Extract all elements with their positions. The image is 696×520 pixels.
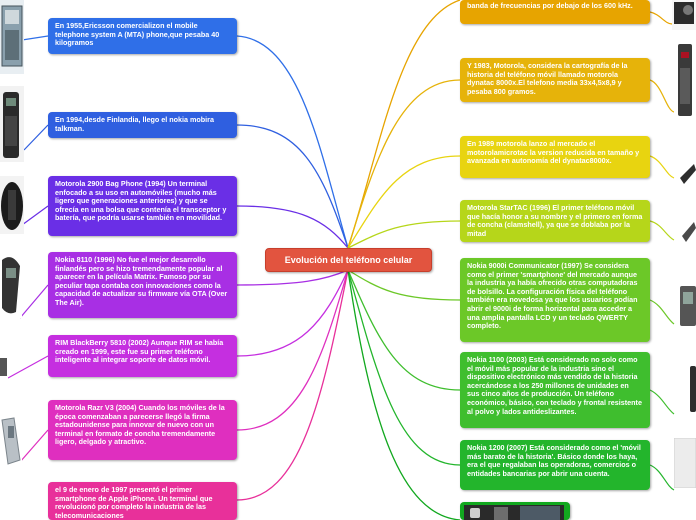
connector-left-6 bbox=[236, 269, 349, 431]
connector-left-4 bbox=[236, 269, 349, 286]
branch-motorola-dynatac-8000x[interactable]: Y 1983, Motorola, considera la cartograf… bbox=[460, 58, 650, 102]
branch-motorola-razr-v3[interactable]: Motorola Razr V3 (2004) Cuando los móvil… bbox=[48, 400, 237, 460]
branch-text: Motorola 2900 Bag Phone (1994) Un termin… bbox=[55, 179, 227, 223]
branch-text: En 1989 motorola lanzo al mercado el mot… bbox=[467, 139, 640, 166]
phone-image-microtac bbox=[678, 156, 696, 186]
phone-image-razr-v3 bbox=[0, 416, 22, 466]
connector-left-1 bbox=[236, 35, 349, 249]
connector-left-2 bbox=[236, 124, 349, 249]
branch-motorola-2900-bag-phone[interactable]: Motorola 2900 Bag Phone (1994) Un termin… bbox=[48, 176, 237, 236]
connector-right-4 bbox=[347, 220, 461, 249]
branch-text: Nokia 1100 (2003) Está considerado no so… bbox=[467, 355, 642, 416]
phone-image-nokia-1100 bbox=[688, 364, 696, 414]
connector-left-5 bbox=[236, 269, 349, 357]
branch-text: Nokia 1200 (2007) Está considerado como … bbox=[467, 443, 641, 478]
branch-text: En 1955,Ericsson comercializon el mobile… bbox=[55, 21, 220, 48]
branch-nokia-1100[interactable]: Nokia 1100 (2003) Está considerado no so… bbox=[460, 352, 650, 428]
connector-left-3 bbox=[236, 205, 349, 249]
central-topic[interactable]: Evolución del teléfono celular bbox=[265, 248, 432, 272]
phone-image-bag-phone bbox=[0, 176, 24, 234]
branch-text: banda de frecuencias por debajo de los 6… bbox=[467, 1, 633, 10]
connector-right-7 bbox=[347, 269, 461, 466]
branch-text: Nokia 8110 (1996) No fue el mejor desarr… bbox=[55, 255, 228, 307]
connector-right-3 bbox=[347, 155, 461, 249]
phone-image-blackberry-5810 bbox=[0, 352, 8, 382]
phone-image-mobira-talkman bbox=[0, 86, 24, 162]
phone-collage-image bbox=[464, 505, 564, 520]
branch-blackberry-5810[interactable]: RIM BlackBerry 5810 (2002) Aunque RIM se… bbox=[48, 335, 237, 377]
phone-image-mta bbox=[0, 0, 24, 74]
connector-right-1 bbox=[347, 0, 461, 249]
branch-text: el 9 de enero de 1997 presentó el primer… bbox=[55, 485, 213, 520]
branch-text: Y 1983, Motorola, considera la cartograf… bbox=[467, 61, 628, 96]
branch-frequency-band[interactable]: banda de frecuencias por debajo de los 6… bbox=[460, 0, 650, 24]
connector-right-2 bbox=[347, 79, 461, 249]
branch-motorola-startac[interactable]: Motorola StarTAC (1996) El primer teléfo… bbox=[460, 200, 650, 242]
phone-image-nokia-8110 bbox=[0, 252, 22, 318]
phone-image-nokia-9000i bbox=[678, 284, 696, 328]
connector-right-5 bbox=[347, 269, 461, 301]
branch-text: Nokia 9000i Communicator (1997) Se consi… bbox=[467, 261, 638, 331]
connector-right-8 bbox=[347, 269, 461, 520]
connector-left-7 bbox=[236, 269, 349, 501]
phone-image-nokia-1200 bbox=[674, 438, 696, 488]
branch-text: Motorola Razr V3 (2004) Cuando los móvil… bbox=[55, 403, 225, 447]
branch-text: RIM BlackBerry 5810 (2002) Aunque RIM se… bbox=[55, 338, 224, 365]
branch-nokia-9000i-communicator[interactable]: Nokia 9000i Communicator (1997) Se consi… bbox=[460, 258, 650, 342]
branch-ericsson-mta[interactable]: En 1955,Ericsson comercializon el mobile… bbox=[48, 18, 237, 54]
branch-nokia-8110[interactable]: Nokia 8110 (1996) No fue el mejor desarr… bbox=[48, 252, 237, 318]
branch-text: Motorola StarTAC (1996) El primer teléfo… bbox=[467, 203, 643, 238]
phone-image-dynatac-8000x bbox=[674, 42, 696, 118]
branch-apple-iphone[interactable]: el 9 de enero de 1997 presentó el primer… bbox=[48, 482, 237, 520]
connector-right-6 bbox=[347, 269, 461, 391]
branch-image-row[interactable] bbox=[460, 502, 570, 520]
branch-text: En 1994,desde Finlandia, llego el nokia … bbox=[55, 115, 214, 133]
branch-motorola-microtac[interactable]: En 1989 motorola lanzo al mercado el mot… bbox=[460, 136, 650, 178]
phone-image-early-radio bbox=[672, 0, 696, 30]
branch-nokia-mobira-talkman[interactable]: En 1994,desde Finlandia, llego el nokia … bbox=[48, 112, 237, 138]
phone-image-startac bbox=[680, 216, 696, 244]
branch-nokia-1200[interactable]: Nokia 1200 (2007) Está considerado como … bbox=[460, 440, 650, 490]
